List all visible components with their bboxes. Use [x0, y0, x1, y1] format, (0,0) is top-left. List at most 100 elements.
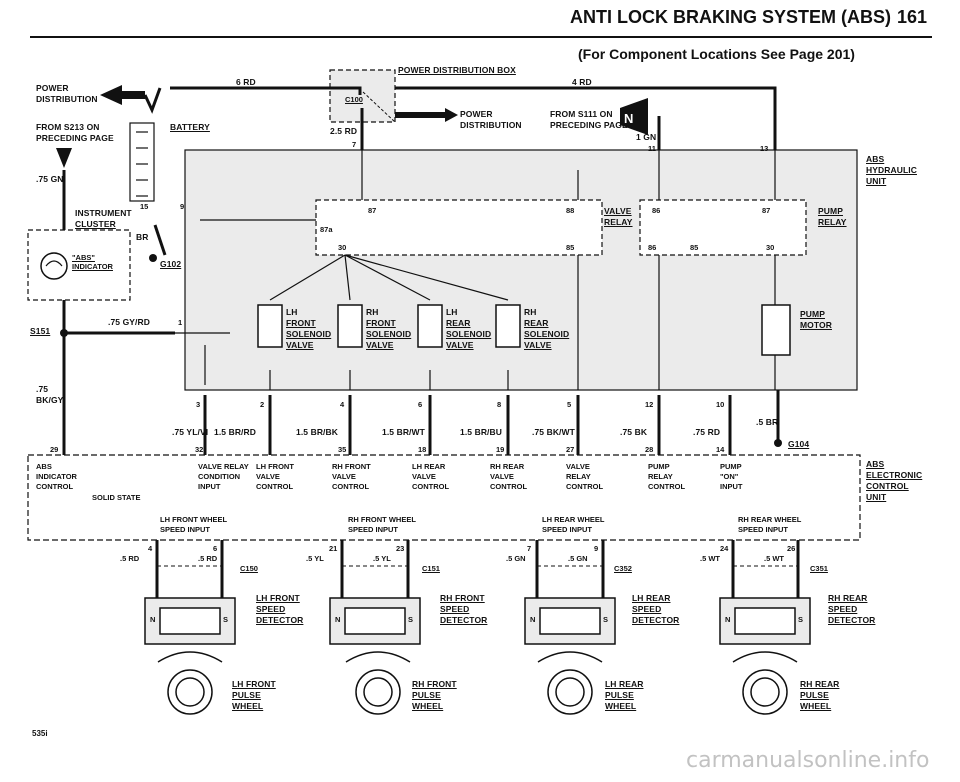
- instrument-cluster-2: CLUSTER: [75, 219, 116, 229]
- ecu-function-line: VALVE: [412, 472, 436, 481]
- ecu-function-line: RELAY: [648, 472, 673, 481]
- ecu-box: [27, 454, 861, 541]
- harness-wire: .75 RD: [693, 427, 721, 437]
- power-distribution-box-label: POWER DISTRIBUTION BOX: [398, 65, 516, 75]
- harness-pin: 6: [418, 400, 423, 409]
- ecu-function-line: RH FRONT: [332, 462, 371, 471]
- power-distribution-box: [329, 69, 396, 123]
- power-arrow-right: [620, 98, 648, 135]
- sensor-s-pole: S: [223, 615, 229, 624]
- abs-indicator-lamp: [40, 252, 68, 280]
- valve-relay-2: RELAY: [604, 217, 633, 227]
- c100-link: [362, 91, 396, 123]
- sensor-s-pole: S: [603, 615, 609, 624]
- solenoid-label-line: SOLENOID: [446, 329, 492, 339]
- ecu-function-line: CONTROL: [490, 482, 528, 491]
- ecu-function-line: LH REAR: [412, 462, 446, 471]
- cluster-pin-15: 15: [140, 202, 149, 211]
- sensor-pin: 21: [329, 544, 338, 553]
- ground-g104: G104: [788, 439, 810, 449]
- ecu-function-line: VALVE: [566, 462, 590, 471]
- from-s213-arrow: [56, 148, 72, 168]
- ecu-pin: 29: [50, 445, 59, 454]
- ecu-function-line: "ON": [720, 472, 739, 481]
- harness-pin: 8: [497, 400, 502, 409]
- pump-relay-pin-30: 30: [766, 243, 775, 252]
- sensor-connector: C151: [422, 564, 440, 573]
- pump-relay-pin-86: 86: [648, 243, 657, 252]
- sensor-pin: 7: [527, 544, 532, 553]
- detector-label-3: DETECTOR: [256, 615, 304, 625]
- wheel-label-3: WHEEL: [800, 701, 832, 711]
- from-s213-1: FROM S213 ON: [36, 122, 100, 132]
- wheel-label-3: WHEEL: [232, 701, 264, 711]
- harness-wire: .75 YL/VI: [172, 427, 209, 437]
- sensor-pin: 6: [213, 544, 218, 553]
- relay-pin-30: 30: [338, 243, 347, 252]
- page-number: 161: [897, 7, 928, 27]
- solenoid-label-line: FRONT: [366, 318, 396, 328]
- harness-wire: 1.5 BR/RD: [214, 427, 256, 437]
- ecu-pin: 18: [418, 445, 427, 454]
- solenoid-label-line: VALVE: [366, 340, 394, 350]
- ecu-function-line: CONTROL: [412, 482, 450, 491]
- wire-4rd: 4 RD: [572, 77, 592, 87]
- solenoid-label-line: RH: [366, 307, 379, 317]
- abs-indicator-2: INDICATOR: [72, 262, 113, 271]
- g102-dot: [149, 254, 157, 262]
- harness-wire: 1.5 BR/BU: [460, 427, 502, 437]
- ecu-function-line: CONTROL: [256, 482, 294, 491]
- ecu-function-line: VALVE: [256, 472, 280, 481]
- pump-relay-1: PUMP: [818, 206, 843, 216]
- detector-label-2: SPEED: [440, 604, 470, 614]
- sensor-s-pole: S: [798, 615, 804, 624]
- pin-11: 11: [648, 144, 656, 153]
- ecu-function-line: CONTROL: [566, 482, 604, 491]
- solenoid-coils: [257, 304, 791, 356]
- ecu-pin: 19: [496, 445, 505, 454]
- ecu-function-line: PUMP: [648, 462, 670, 471]
- relay-pin-87a: 87a: [320, 225, 333, 234]
- solenoid-label-line: VALVE: [286, 340, 314, 350]
- power-distribution-mid-1: POWER: [460, 109, 493, 119]
- instrument-cluster-box: [27, 229, 131, 301]
- from-s213-2: PRECEDING PAGE: [36, 133, 114, 143]
- ecu-speed-input-line: LH REAR WHEEL: [542, 515, 605, 524]
- wire-75gn: .75 GN: [36, 174, 64, 184]
- harness-pin: 5: [567, 400, 572, 409]
- ecu-pin: 27: [566, 445, 575, 454]
- wheel-label-1: RH REAR: [800, 679, 840, 689]
- wheel-label-2: PULSE: [232, 690, 261, 700]
- ecu-function-line: LH FRONT: [256, 462, 294, 471]
- hydraulic-unit-label-2: HYDRAULIC: [866, 165, 917, 175]
- power-arrow-mid: [395, 108, 458, 122]
- harness-wire: 1.5 BR/WT: [382, 427, 425, 437]
- sensor-wire: .5 YL: [373, 554, 391, 563]
- ecu-function-line: PUMP: [720, 462, 742, 471]
- from-s111-2: PRECEDING PAGE: [550, 120, 628, 130]
- splice-s151: S151: [30, 326, 51, 336]
- pump-relay-pin-85: 85: [690, 243, 699, 252]
- sensor-n-pole: N: [725, 615, 731, 624]
- solenoid-label-line: FRONT: [286, 318, 316, 328]
- sensor-wire: .5 WT: [764, 554, 784, 563]
- solenoid-label-line: SOLENOID: [524, 329, 570, 339]
- speed-detector-coils: [159, 607, 796, 635]
- sensor-wire: .5 RD: [120, 554, 140, 563]
- page-title: ANTI LOCK BRAKING SYSTEM (ABS): [570, 7, 891, 27]
- ecu-abs-indicator-control-2: INDICATOR: [36, 472, 77, 481]
- sensor-pin: 24: [720, 544, 729, 553]
- ecu-function-line: CONDITION: [198, 472, 241, 481]
- power-arrow-left: [100, 85, 145, 105]
- pin-7: 7: [352, 140, 357, 149]
- ecu-abs-indicator-control-3: CONTROL: [36, 482, 74, 491]
- wire-75gyrd: .75 GY/RD: [108, 317, 150, 327]
- cluster-wire-br: BR: [136, 232, 149, 242]
- sensor-connector: C150: [240, 564, 258, 573]
- sensor-connector: C351: [810, 564, 828, 573]
- ecu-label-1: ABS: [866, 459, 885, 469]
- harness-pin: 4: [340, 400, 345, 409]
- ecu-function-line: RH REAR: [490, 462, 525, 471]
- valve-relay-pin-85: 85: [566, 243, 575, 252]
- ecu-abs-indicator-control-1: ABS: [36, 462, 52, 471]
